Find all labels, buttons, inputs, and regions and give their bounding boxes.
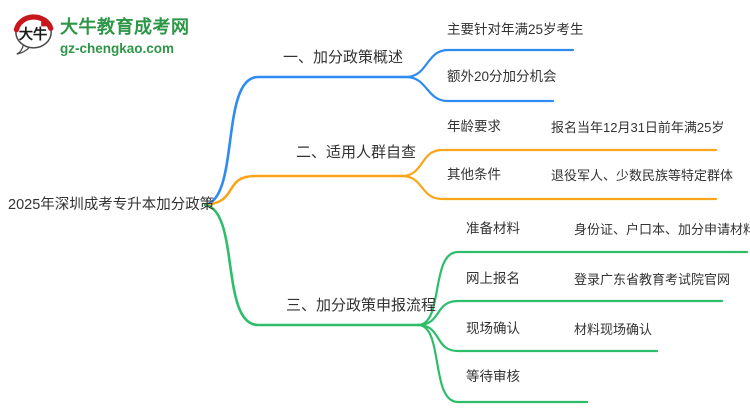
red-arc <box>13 14 54 33</box>
red-seal <box>41 19 48 27</box>
branch-1-child-1: 主要针对年满25岁考生 <box>447 22 584 37</box>
branch-1-trunk-line <box>203 75 408 207</box>
logo-icon-text: 大牛 <box>19 25 48 43</box>
branch-3-child-3-label: 现场确认 <box>466 321 520 336</box>
site-url: gz-chengkao.com <box>60 41 175 56</box>
branch-3-child-2-line <box>416 299 724 327</box>
branch-2-child-2-line <box>400 174 718 201</box>
branch-2-child-1-line <box>400 148 718 178</box>
branch-3-trunk-line <box>203 203 420 327</box>
branch-3-child-3-detail: 材料现场确认 <box>574 322 653 337</box>
branch-2-child-2-label: 其他条件 <box>447 167 501 182</box>
branch-2-node: 二、适用人群自查 <box>296 144 417 161</box>
branch-2-child-1-label: 年龄要求 <box>447 119 501 134</box>
site-logo: 大牛 大牛教育成考网 gz-chengkao.com <box>13 13 190 56</box>
daniu-bubble-icon: 大牛 <box>13 14 54 55</box>
branch-3-child-3-line <box>416 323 659 353</box>
branch-3-child-4-line <box>416 323 589 404</box>
branch-1-child-2-line <box>404 75 555 103</box>
branch-3-node: 三、加分政策申报流程 <box>286 297 437 314</box>
branch-1-node: 一、加分政策概述 <box>283 49 404 66</box>
root-node: 2025年深圳成考专升本加分政策 <box>8 197 215 213</box>
branch-3-child-1-line <box>416 250 749 327</box>
branch-3-child-4-label: 等待审核 <box>466 369 520 384</box>
site-name: 大牛教育成考网 <box>60 17 190 37</box>
branch-2-trunk-line <box>203 174 404 207</box>
branch-2-child-1-detail: 报名当年12月31日前年满25岁 <box>551 120 725 135</box>
branch-3-child-1-label: 准备材料 <box>466 221 520 236</box>
branch-3-child-2-detail: 登录广东省教育考试院官网 <box>574 272 731 287</box>
branch-3-child-1-detail: 身份证、户口本、加分申请材料 <box>574 222 750 237</box>
branch-2-child-2-detail: 退役军人、少数民族等特定群体 <box>551 168 734 183</box>
branch-1-child-2: 额外20分加分机会 <box>447 69 557 84</box>
branch-1-child-1-line <box>404 48 575 79</box>
logo-text-block: 大牛教育成考网 gz-chengkao.com <box>60 13 190 56</box>
branch-3-child-2-label: 网上报名 <box>466 271 520 286</box>
